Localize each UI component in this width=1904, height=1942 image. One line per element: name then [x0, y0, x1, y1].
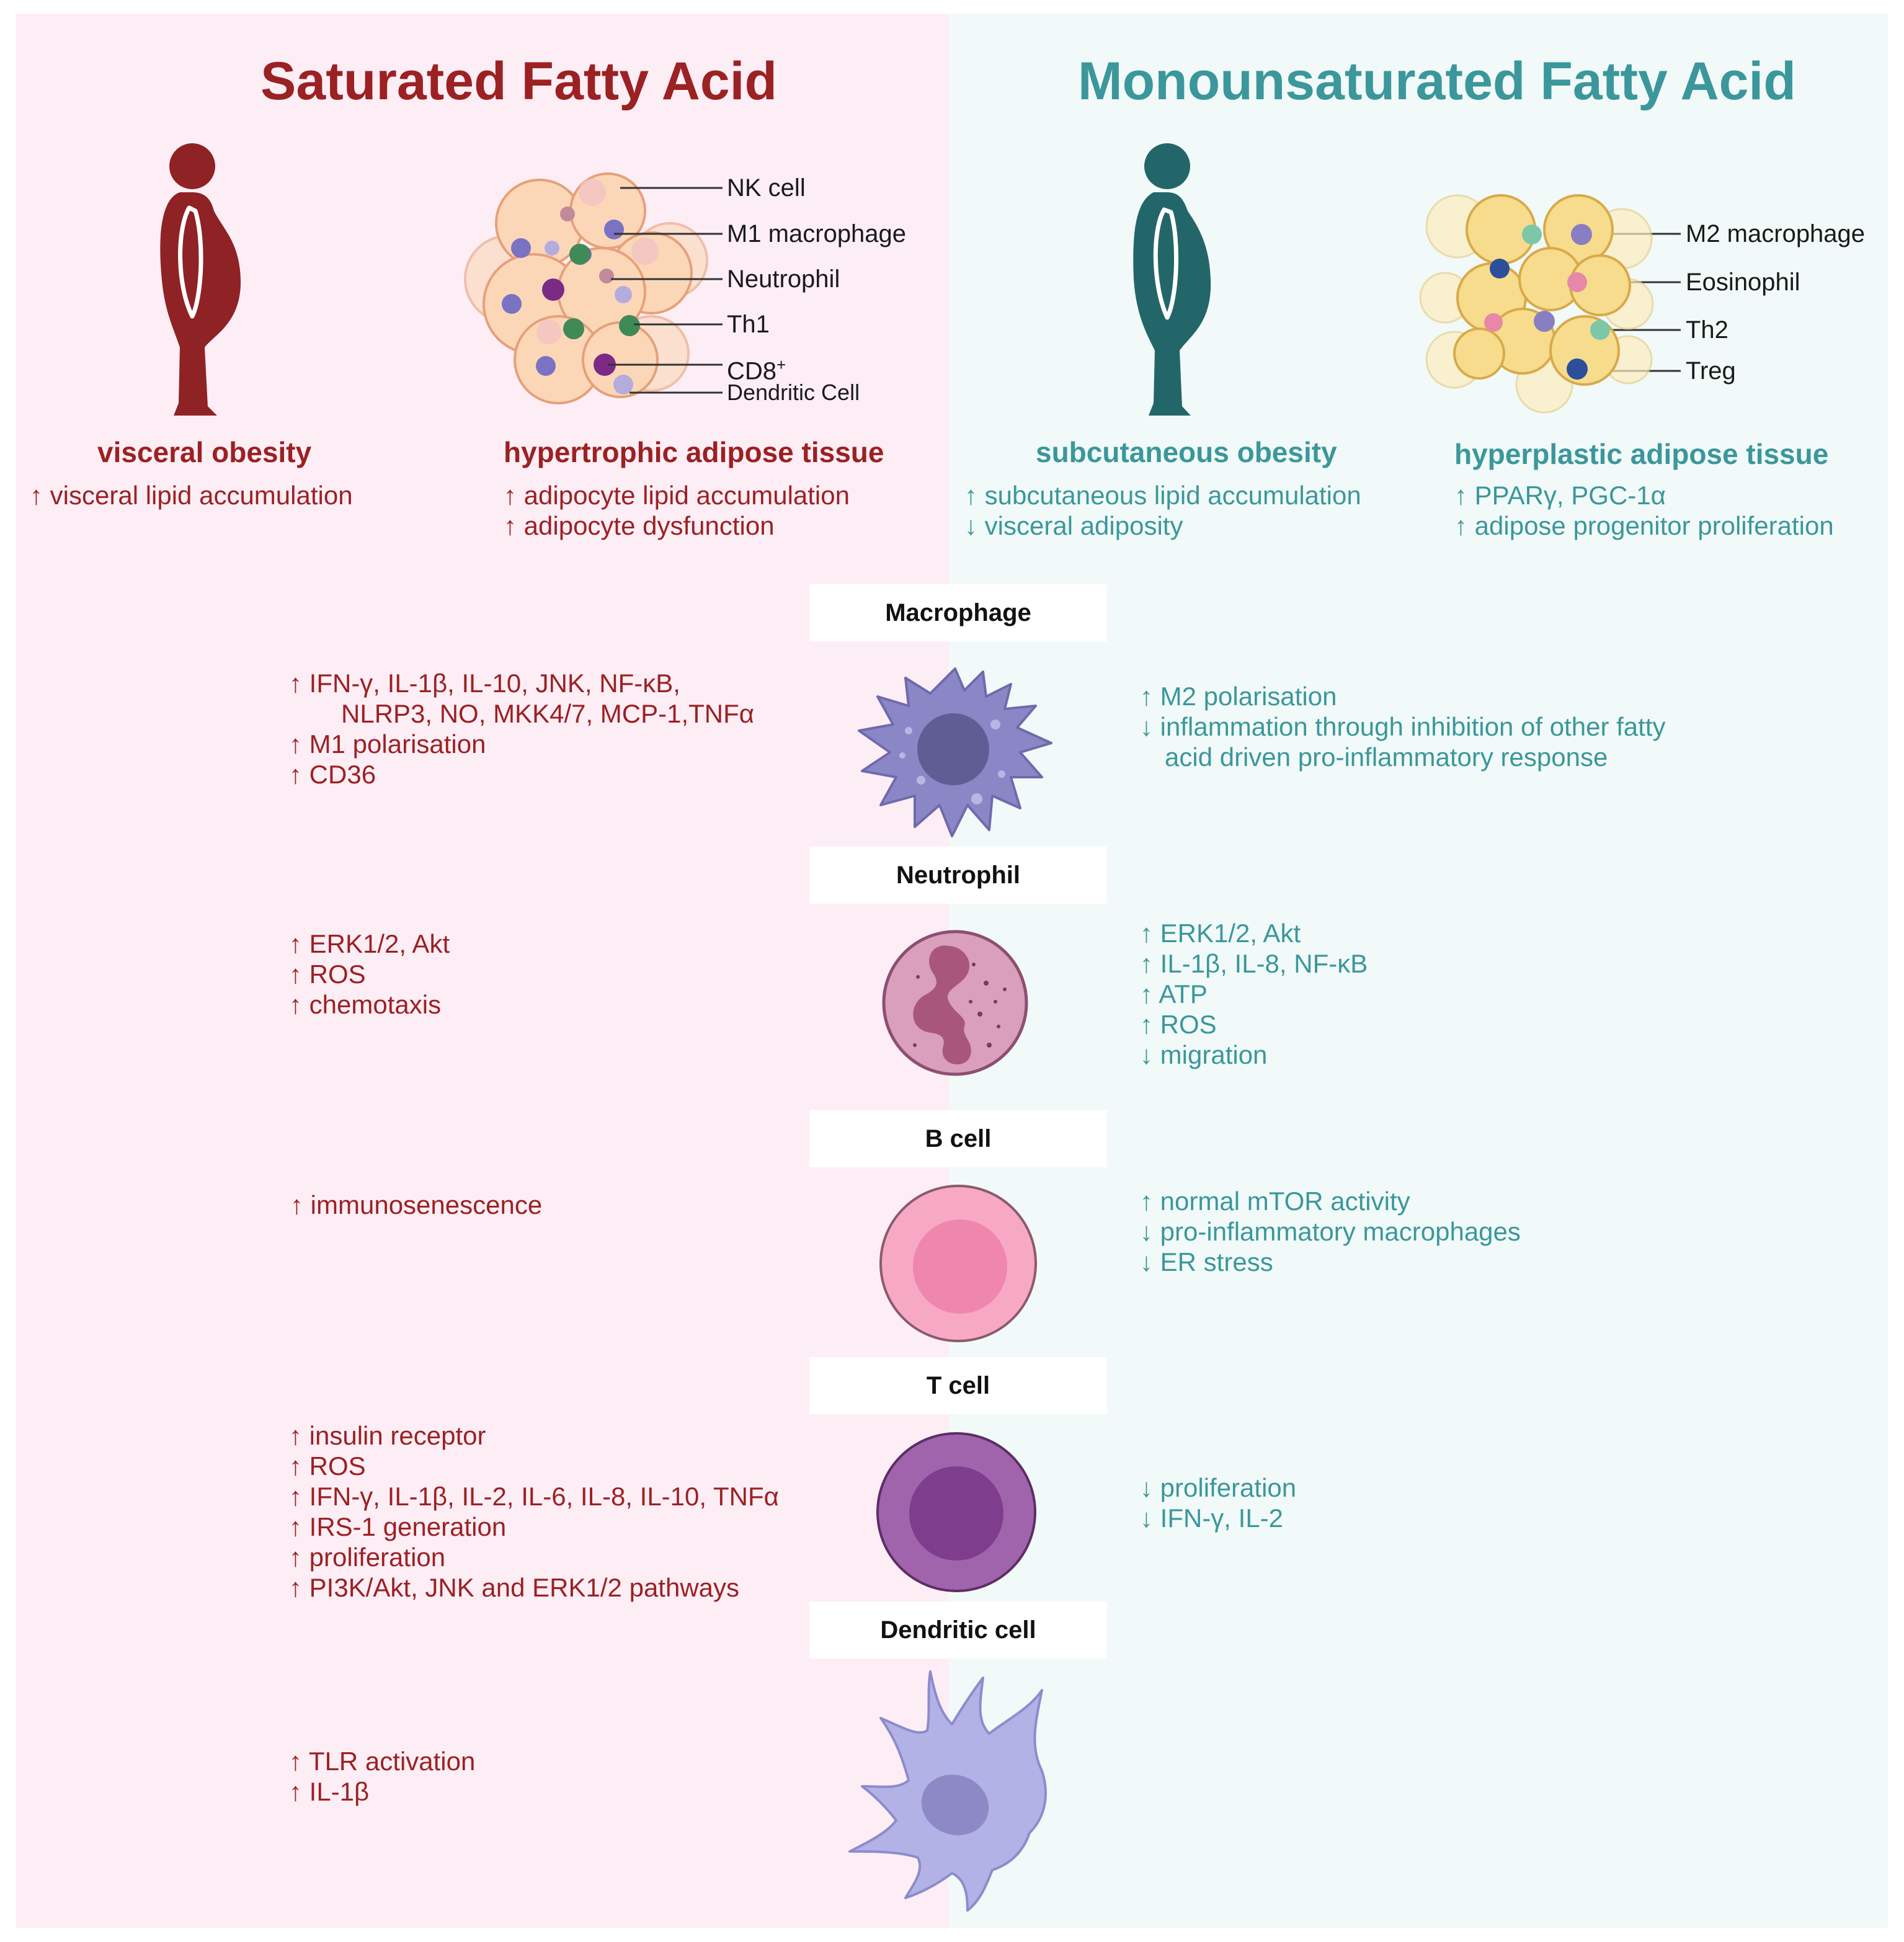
- neutrophil-label: Neutrophil: [809, 847, 1107, 904]
- effect-line: ↑ adipocyte dysfunction: [504, 511, 775, 540]
- eosinophil-label: Eosinophil: [1686, 269, 1800, 296]
- visceral-obesity-heading: visceral obesity: [97, 436, 312, 468]
- hypertrophic-effects: ↑ adipocyte lipid accumulation ↑ adipocy…: [504, 480, 850, 541]
- treg-label: Treg: [1686, 357, 1736, 385]
- effect-line: ↑ IL-1β, IL-8, NF-κB: [1140, 949, 1368, 978]
- effect-line: ↑ M2 polarisation: [1140, 682, 1337, 711]
- effect-line: ↑ IRS-1 generation: [289, 1512, 507, 1541]
- nk-cell-label: NK cell: [727, 174, 806, 202]
- effect-line: ↑ ROS: [289, 1451, 366, 1481]
- effect-line: ↑ ERK1/2, Akt: [289, 929, 450, 958]
- effect-line: ↑ immunosenescence: [290, 1190, 543, 1219]
- sfa-neutrophil-effects: ↑ ERK1/2, Akt ↑ ROS ↑ chemotaxis: [289, 929, 450, 1020]
- hyperplastic-heading: hyperplastic adipose tissue: [1454, 438, 1829, 470]
- mufa-tcell-effects: ↓ proliferation ↓ IFN-γ, IL-2: [1140, 1472, 1296, 1533]
- effect-line: ↑ ERK1/2, Akt: [1140, 919, 1301, 948]
- effect-line: ↑ M1 polarisation: [289, 729, 486, 759]
- m1-macrophage-label: M1 macrophage: [727, 220, 907, 247]
- th2-label: Th2: [1686, 316, 1728, 344]
- effect-line: ↑ IL-1β: [289, 1777, 370, 1806]
- effect-line: ↑ chemotaxis: [289, 990, 442, 1019]
- subcutaneous-obesity-figure-icon: [1133, 143, 1211, 416]
- effect-line: ↓ inflammation through inhibition of oth…: [1140, 712, 1666, 741]
- effect-line: ↑ CD36: [289, 760, 376, 789]
- sfa-tcell-effects: ↑ insulin receptor ↑ ROS ↑ IFN-γ, IL-1β,…: [289, 1420, 779, 1603]
- t-cell-label: T cell: [809, 1357, 1107, 1414]
- effect-line: NLRP3, NO, MKK4/7, MCP-1,TNFα: [341, 699, 755, 728]
- b-cell-label: B cell: [809, 1110, 1107, 1167]
- sfa-macrophage-effects: ↑ IFN-γ, IL-1β, IL-10, JNK, NF-κB, NLRP3…: [289, 668, 754, 790]
- saturated-title: Saturated Fatty Acid: [260, 51, 778, 111]
- sfa-bcell-effects: ↑ immunosenescence: [290, 1190, 542, 1220]
- hyperplastic-effects: ↑ PPARγ, PGC-1α ↑ adipose progenitor pro…: [1454, 480, 1834, 541]
- effect-line: ↑ normal mTOR activity: [1140, 1187, 1410, 1216]
- effect-line: ↓ migration: [1140, 1040, 1268, 1069]
- subcutaneous-obesity-heading: subcutaneous obesity: [1036, 436, 1337, 468]
- effect-line: ↑ PI3K/Akt, JNK and ERK1/2 pathways: [289, 1573, 740, 1602]
- effect-line: acid driven pro-inflammatory response: [1165, 742, 1608, 772]
- subcutaneous-obesity-effects: ↑ subcutaneous lipid accumulation ↓ visc…: [964, 480, 1361, 541]
- mufa-neutrophil-effects: ↑ ERK1/2, Akt ↑ IL-1β, IL-8, NF-κB ↑ ATP…: [1140, 918, 1368, 1070]
- effect-line: ↓ IFN-γ, IL-2: [1140, 1503, 1284, 1533]
- visceral-obesity-effects: ↑ visceral lipid accumulation: [30, 480, 353, 510]
- th1-label: Th1: [727, 311, 770, 338]
- effect-line: ↓ pro-inflammatory macrophages: [1140, 1217, 1521, 1246]
- mufa-macrophage-effects: ↑ M2 polarisation ↓ inflammation through…: [1140, 681, 1665, 772]
- effect-line: ↑ TLR activation: [289, 1747, 476, 1776]
- hypertrophic-heading: hypertrophic adipose tissue: [504, 436, 884, 468]
- neutrophil-tissue-label: Neutrophil: [727, 265, 840, 293]
- dendritic-cell-tissue-label: Dendritic Cell: [727, 380, 860, 405]
- effect-line: ↑ adipose progenitor proliferation: [1454, 511, 1834, 540]
- m2-macrophage-label: M2 macrophage: [1686, 220, 1866, 247]
- dendritic-cell-label: Dendritic cell: [809, 1601, 1107, 1659]
- effect-line: ↑ IFN-γ, IL-1β, IL-2, IL-6, IL-8, IL-10,…: [289, 1482, 779, 1511]
- effect-line: ↑ PPARγ, PGC-1α: [1454, 481, 1666, 510]
- effect-line: ↑ proliferation: [289, 1543, 446, 1572]
- macrophage-icon: [858, 667, 1052, 837]
- sfa-dendritic-effects: ↑ TLR activation ↑ IL-1β: [289, 1746, 475, 1807]
- t-cell-icon: [876, 1432, 1036, 1592]
- effect-line: ↑ ROS: [1140, 1010, 1217, 1039]
- effect-line: ↑ subcutaneous lipid accumulation: [964, 481, 1361, 510]
- visceral-obesity-figure-icon: [160, 143, 241, 416]
- b-cell-icon: [879, 1185, 1037, 1342]
- effect-line: ↑ IFN-γ, IL-1β, IL-10, JNK, NF-κB,: [289, 669, 680, 698]
- effect-line: ↑ ROS: [289, 960, 366, 989]
- saturated-panel: [16, 14, 949, 1928]
- effect-line: ↑ adipocyte lipid accumulation: [504, 481, 850, 510]
- monounsaturated-title: Monounsaturated Fatty Acid: [1078, 51, 1796, 111]
- mufa-bcell-effects: ↑ normal mTOR activity ↓ pro-inflammator…: [1140, 1186, 1521, 1277]
- cd8-label: CD8+: [727, 355, 786, 385]
- effect-line: ↓ proliferation: [1140, 1473, 1297, 1502]
- effect-line: ↑ insulin receptor: [289, 1421, 486, 1450]
- dendritic-cell-icon: [848, 1670, 1047, 1912]
- effect-line: ↑ visceral lipid accumulation: [30, 481, 353, 510]
- hypertrophic-adipose-tissue-icon: [464, 172, 708, 404]
- effect-line: ↑ ATP: [1140, 979, 1208, 1009]
- effect-line: ↓ ER stress: [1140, 1247, 1273, 1276]
- effect-line: ↓ visceral adiposity: [964, 511, 1183, 540]
- hyperplastic-adipose-tissue-icon: [1419, 194, 1654, 414]
- neutrophil-icon: [882, 930, 1028, 1076]
- macrophage-label: Macrophage: [809, 584, 1107, 641]
